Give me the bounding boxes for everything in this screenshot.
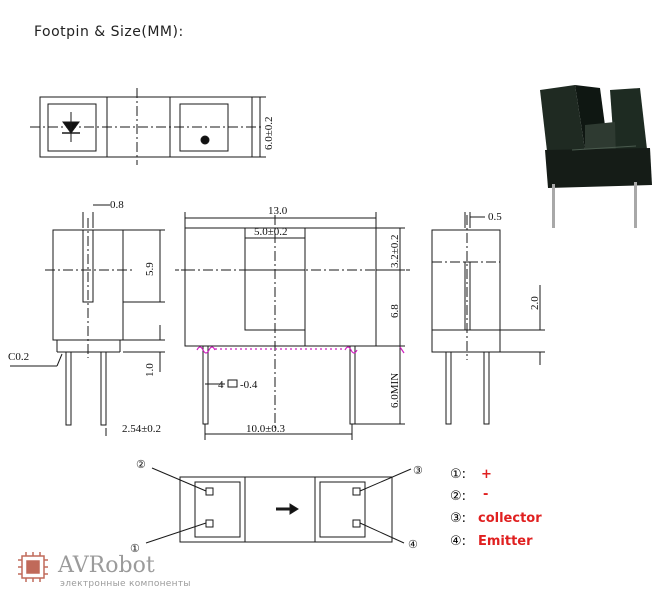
pin-label-1: ①: [130, 543, 140, 555]
arrow-right-icon: [289, 503, 299, 515]
dim-pin-square: 4: [218, 379, 224, 391]
legend-num-4: ④:: [450, 534, 466, 549]
footprint-body: [179, 476, 393, 543]
solder-marks: [196, 346, 405, 354]
dim-pitch-left: 2.54±0.2: [122, 423, 161, 435]
dim-chamfer: C0.2: [8, 351, 29, 363]
chip-logo-icon: [18, 552, 48, 582]
dim-lead-length: 1.0: [144, 363, 156, 377]
front-view-body: [184, 227, 377, 347]
dim-pin-square-size: -0.4: [240, 379, 258, 391]
dim-pin-pitch: 10.0±0.3: [246, 423, 286, 435]
pin-label-3: ③: [413, 465, 423, 477]
dim-right-width: 0.5: [488, 211, 502, 223]
legend-num-1: ①:: [450, 467, 466, 482]
component-photo: [540, 85, 652, 233]
dim-slot: 5.0±0.2: [254, 226, 288, 238]
page-title: Footpin & Size(MM):: [34, 24, 184, 40]
legend-num-2: ②:: [450, 489, 466, 504]
right-view-body: [431, 229, 501, 353]
dim-slot-depth: 6.8: [389, 304, 401, 318]
legend-label-1: +: [481, 467, 492, 482]
brand-name: AVRobot: [58, 553, 155, 578]
dim-width: 13.0: [268, 205, 288, 217]
legend-num-3: ③:: [450, 511, 466, 526]
phototransistor-dot-icon: [200, 135, 210, 145]
pin-label-4: ④: [408, 539, 418, 551]
pin-label-2: ②: [136, 459, 146, 471]
legend-label-4: Emitter: [478, 534, 533, 549]
dim-left-width: 0.8: [110, 199, 124, 211]
legend-label-3: collector: [478, 511, 542, 526]
brand-subtitle: электронные компоненты: [60, 579, 191, 589]
dim-right-height: 2.0: [529, 296, 541, 310]
legend-label-2: -: [483, 487, 488, 502]
dim-top-height: 6.0±0.2: [263, 116, 275, 150]
dim-lead-min: 6.0MIN: [389, 373, 401, 408]
dim-top-part: 3.2±0.2: [389, 234, 401, 268]
dim-left-height: 5.9: [144, 262, 156, 276]
